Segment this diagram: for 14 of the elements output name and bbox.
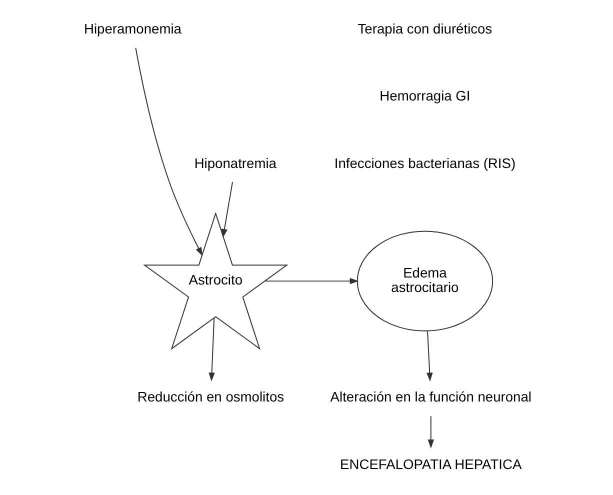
arrow (428, 416, 434, 448)
arrow (426, 330, 433, 382)
label: Terapia con diuréticos (358, 20, 492, 36)
arrow (221, 182, 233, 238)
node-text: Hiperamonemia (84, 20, 182, 36)
node-text: ENCEFALOPATIA HEPATICA (340, 456, 522, 472)
node-text: Reducción en osmolitos (137, 388, 284, 405)
arrow (264, 278, 359, 284)
arrow (135, 47, 203, 256)
label: Hemorragia GI (380, 88, 470, 104)
node-text: Alteración en la función neuronal (330, 388, 532, 405)
node-text: Hiponatremia (194, 154, 276, 171)
node-ellipse: Edema astrocitario (356, 230, 494, 332)
label: Infecciones bacterianas (RIS) (334, 154, 516, 171)
